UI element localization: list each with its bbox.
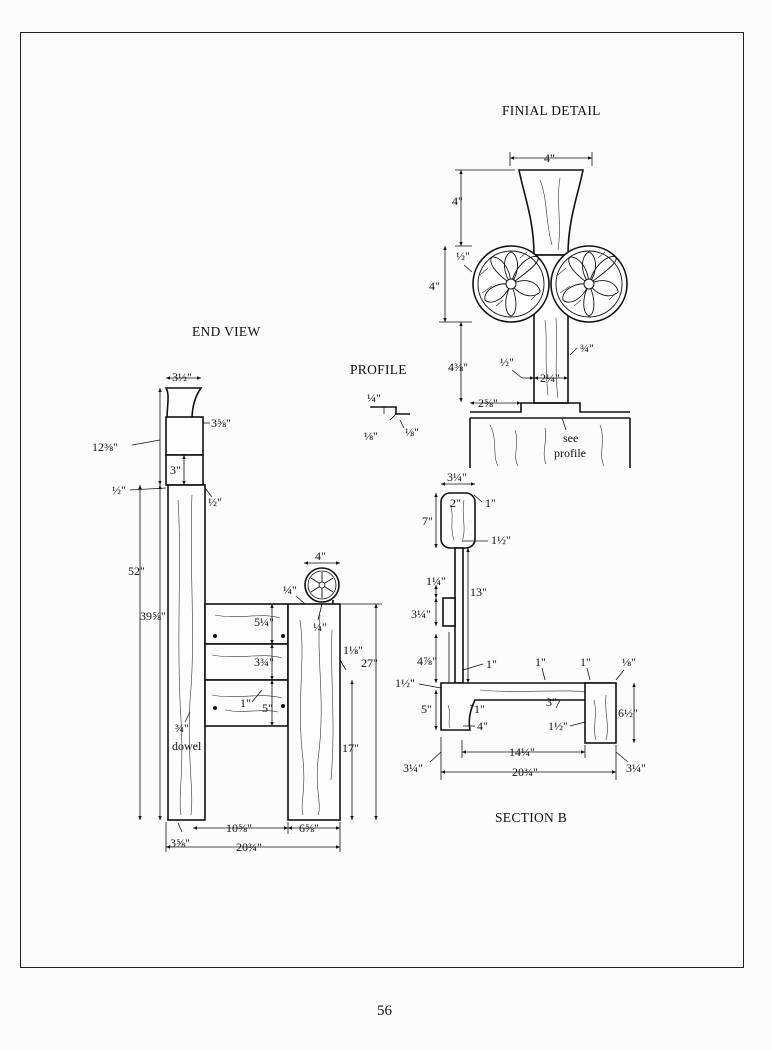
finial-lower-height: 4⅜" [448, 360, 468, 374]
section-front-post [584, 682, 617, 744]
section-slat [442, 597, 456, 627]
section-depth: 14¼" [509, 745, 535, 759]
end-rail3: 5" [262, 701, 273, 715]
end-view: END VIEW 3½" 12⅜" 3⅝" [92, 324, 382, 854]
finial-offset: ½" [456, 249, 470, 263]
section-gap2: 4⅞" [417, 654, 437, 668]
finial-detail-title: FINIAL DETAIL [502, 103, 601, 118]
section-b-title: SECTION B [495, 810, 567, 825]
end-back-post [167, 484, 206, 821]
finial-wheel-height: 4" [429, 279, 440, 293]
finial-top-height: 4" [452, 194, 463, 208]
section-total-depth: 20¾" [512, 765, 538, 779]
page-frame [20, 32, 744, 968]
section-one-half-left: 1½" [395, 676, 415, 690]
end-post-cap [165, 416, 204, 456]
end-finial-wheel [304, 567, 340, 603]
finial-detail: FINIAL DETAIL [429, 103, 631, 468]
section-top-width: 3¼" [447, 470, 467, 484]
end-dowel: dowel [172, 739, 202, 753]
end-rail-top [204, 603, 289, 645]
end-cap-height: 3" [170, 463, 181, 477]
finial-side: ¾" [580, 341, 594, 355]
end-rail-mid [204, 643, 289, 681]
section-right-thick: 3¼" [626, 761, 646, 775]
finial-profile-ref: profile [554, 446, 586, 460]
end-top-width: 3½" [172, 370, 192, 384]
finial-wheel-left [472, 245, 550, 323]
section-seat [440, 682, 613, 731]
profile-detail: PROFILE ¼" ⅛" ⅛" [350, 362, 419, 443]
section-one-c: 1" [580, 655, 591, 669]
end-half-left: ½" [112, 483, 126, 497]
end-quarter-right: ¼" [313, 620, 327, 634]
end-top-height: 12⅜" [92, 440, 118, 454]
end-front-post [287, 603, 341, 821]
end-rail1: 5¼" [254, 615, 274, 629]
profile-title: PROFILE [350, 362, 407, 377]
section-one-b: 1" [535, 655, 546, 669]
section-slat-gap: 1¼" [426, 574, 446, 588]
end-seat-height: 17" [342, 741, 359, 755]
section-five: 5" [421, 702, 432, 716]
section-one-a: 1" [486, 657, 497, 671]
end-span2: 6⅝" [299, 821, 319, 835]
finial-base-width: 2⅝" [478, 396, 498, 410]
section-b: SECTION B 3¼" 2" 1" 7" 1½" 13" 1¼" 3¼" [395, 470, 646, 825]
end-view-title: END VIEW [192, 324, 261, 339]
finial-post-width: 2¼" [540, 371, 560, 385]
end-quarter-left: ¼" [283, 583, 297, 597]
section-four: 4" [477, 719, 488, 733]
end-seat-to-top: 39⅝" [140, 609, 166, 623]
profile-dim-a: ¼" [367, 391, 381, 405]
section-eighth: ⅛" [622, 655, 636, 669]
end-rail2: 3¾" [254, 655, 274, 669]
section-back-height: 13" [470, 585, 487, 599]
section-one-half-bottom: 1½" [548, 719, 568, 733]
section-three: 3" [546, 695, 557, 709]
section-left-thick: 3¼" [403, 761, 423, 775]
finial-see: see [563, 431, 578, 445]
end-half-right: ½" [208, 495, 222, 509]
end-span1: 10⅝" [226, 821, 252, 835]
section-top-small: 2" [450, 496, 461, 510]
end-arm-height: 27" [361, 656, 378, 670]
end-total-height: 52" [128, 564, 145, 578]
end-rail-low [204, 679, 289, 727]
end-total-width: 20¾" [236, 840, 262, 854]
section-top-one: 1" [485, 496, 496, 510]
end-three-quarter: ¾" [175, 721, 189, 735]
section-slat-height: 3¼" [411, 607, 431, 621]
end-post-width: 3⅝" [170, 836, 190, 850]
page-number: 56 [377, 1003, 393, 1019]
section-one-d: 1" [474, 702, 485, 716]
end-finial-width: 4" [315, 549, 326, 563]
section-back-board [454, 547, 464, 684]
end-one-inch: 1" [240, 696, 251, 710]
finial-wheel-right [550, 245, 628, 323]
section-back-thick: 1½" [491, 533, 511, 547]
end-cap-width: 3⅝" [211, 416, 231, 430]
finial-small-offset: ½" [500, 355, 514, 369]
profile-dim-b: ⅛" [364, 429, 378, 443]
finial-top-width: 4" [544, 151, 555, 165]
section-six-half: 6½" [618, 706, 638, 720]
section-top-height: 7" [422, 514, 433, 528]
end-arm-overhang: 1⅛" [343, 643, 363, 657]
profile-dim-c: ⅛" [405, 425, 419, 439]
